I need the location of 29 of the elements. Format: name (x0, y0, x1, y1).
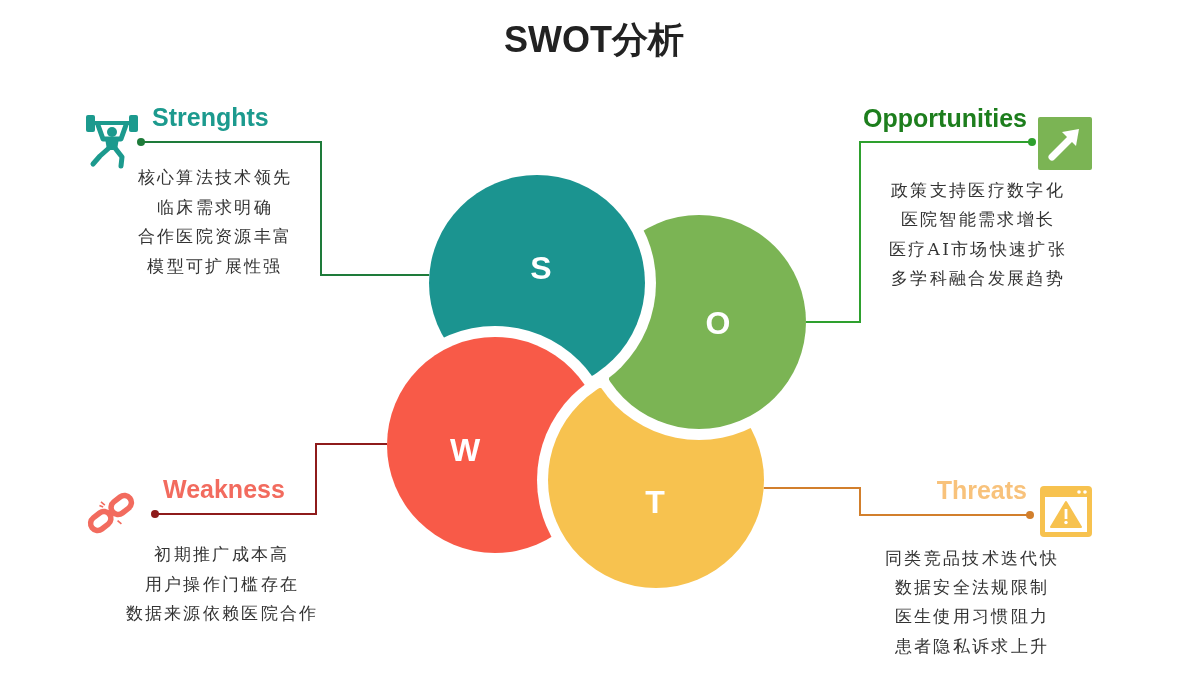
list-item: 用户操作门槛存在 (144, 572, 300, 595)
leader-line (151, 443, 388, 518)
leader-line (805, 138, 1036, 323)
list-item: 医生使用习惯阻力 (894, 605, 1050, 628)
petal-letter: W (449, 432, 481, 468)
list-item: 核心算法技术领先 (137, 166, 293, 188)
section-heading: Strenghts (141, 103, 279, 140)
list-item: 数据来源依赖医院合作 (125, 602, 319, 624)
section-heading: Weakness (155, 475, 295, 512)
petal-letter: T (645, 484, 665, 520)
section-heading: Threats (928, 476, 1030, 513)
list-item: 医院智能需求增长 (900, 208, 1056, 231)
list-item: 合作医院资源丰富 (137, 225, 293, 248)
list-item: 模型可扩展性强 (147, 254, 283, 277)
list-item: 患者隐私诉求上升 (894, 634, 1050, 657)
list-item: 同类竞品技术迭代快 (885, 547, 1059, 569)
list-item: 初期推广成本高 (154, 543, 290, 565)
list-item: 医疗AI市场快速扩张 (889, 237, 1067, 260)
list-item: 多学科融合发展趋势 (891, 267, 1065, 290)
section-heading: Opportunities (843, 104, 1032, 140)
list-item: 临床需求明确 (157, 195, 273, 218)
leader-line (762, 487, 1034, 519)
petal-shape (429, 175, 646, 376)
title: SWOT分析 (504, 19, 684, 61)
list-item: 数据安全法规限制 (894, 576, 1050, 599)
leader-line (137, 138, 431, 276)
list-item: 政策支持医疗数字化 (891, 179, 1065, 201)
petal-letter: S (530, 250, 552, 286)
petal-letter: O (705, 305, 731, 341)
